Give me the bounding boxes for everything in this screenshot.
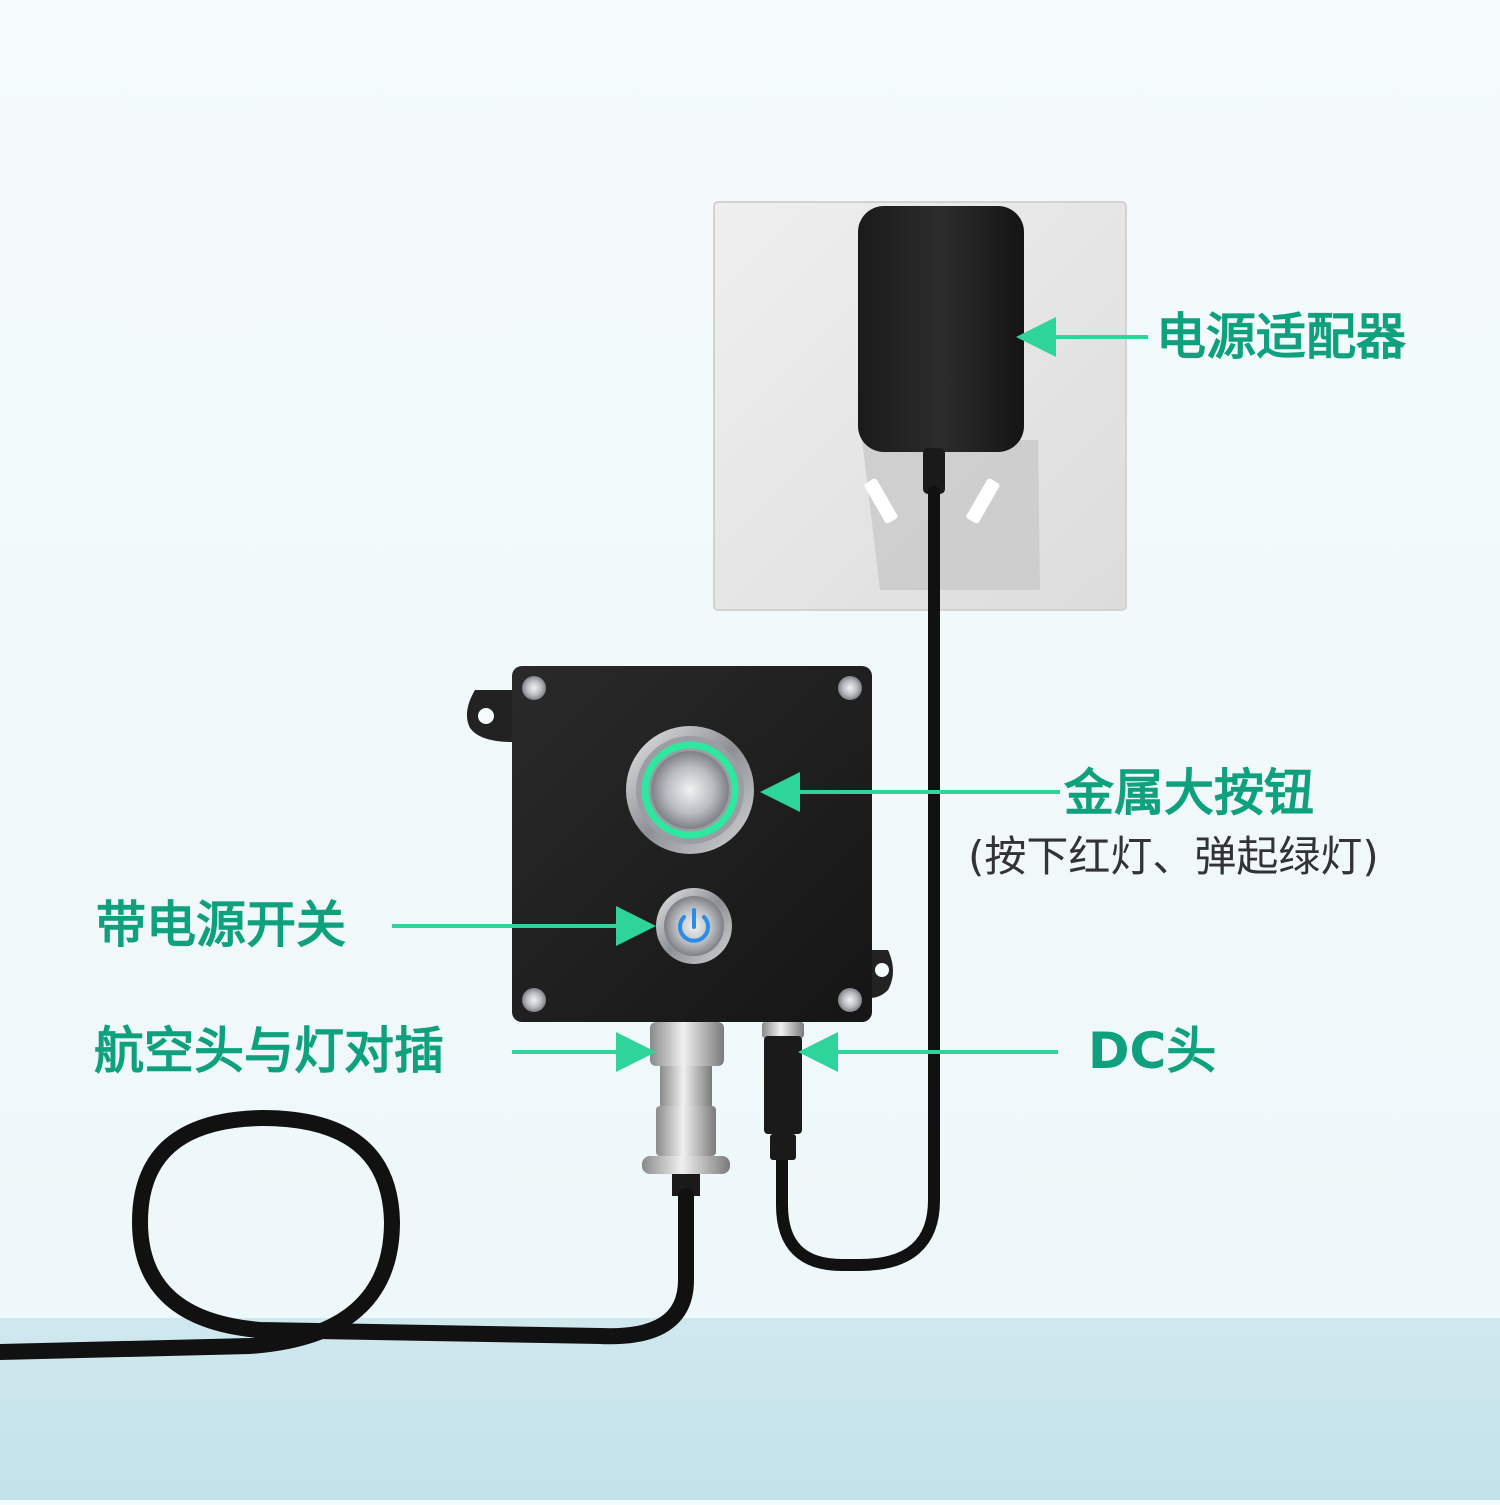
adapter-cable [776,486,940,1271]
socket-slot-left [864,478,898,524]
callout-arrows [392,317,1148,1072]
label-adapter: 电源适配器 [1156,308,1406,366]
metal-button-led-ring [641,741,739,839]
screw-bottom-right [838,988,862,1012]
dc-plug-body [764,1036,802,1134]
label-metal-button-note: (按下红灯、弹起绿灯) [968,832,1379,881]
label-metal-button: 金属大按钮 [1064,764,1314,822]
aviation-plug-tabs [642,1156,730,1174]
dc-jack-socket [762,1022,804,1038]
aviation-plug-boot [672,1174,700,1196]
screw-bottom-left [522,988,546,1012]
lamp-cable [0,1110,694,1360]
label-aviation-plug: 航空头与灯对插 [94,1022,444,1080]
dc-plug-tail [770,1134,796,1160]
power-adapter [858,206,1024,452]
aviation-plug-grip [656,1106,716,1156]
screw-top-left [522,676,546,700]
mounting-ear-right-hole [875,963,889,977]
screw-top-right [838,676,862,700]
power-icon [678,908,710,943]
adapter-shadow [862,440,1040,590]
metal-button-cap[interactable] [651,751,729,829]
mounting-ear-left-hole [478,708,494,724]
adapter-cable-boot [923,448,945,494]
socket-slot-right [966,478,1000,524]
label-dc-jack: DC头 [1088,1022,1217,1080]
label-power-switch: 带电源开关 [96,896,346,954]
aviation-plug-nut [650,1022,724,1066]
aviation-plug-body [660,1066,712,1106]
